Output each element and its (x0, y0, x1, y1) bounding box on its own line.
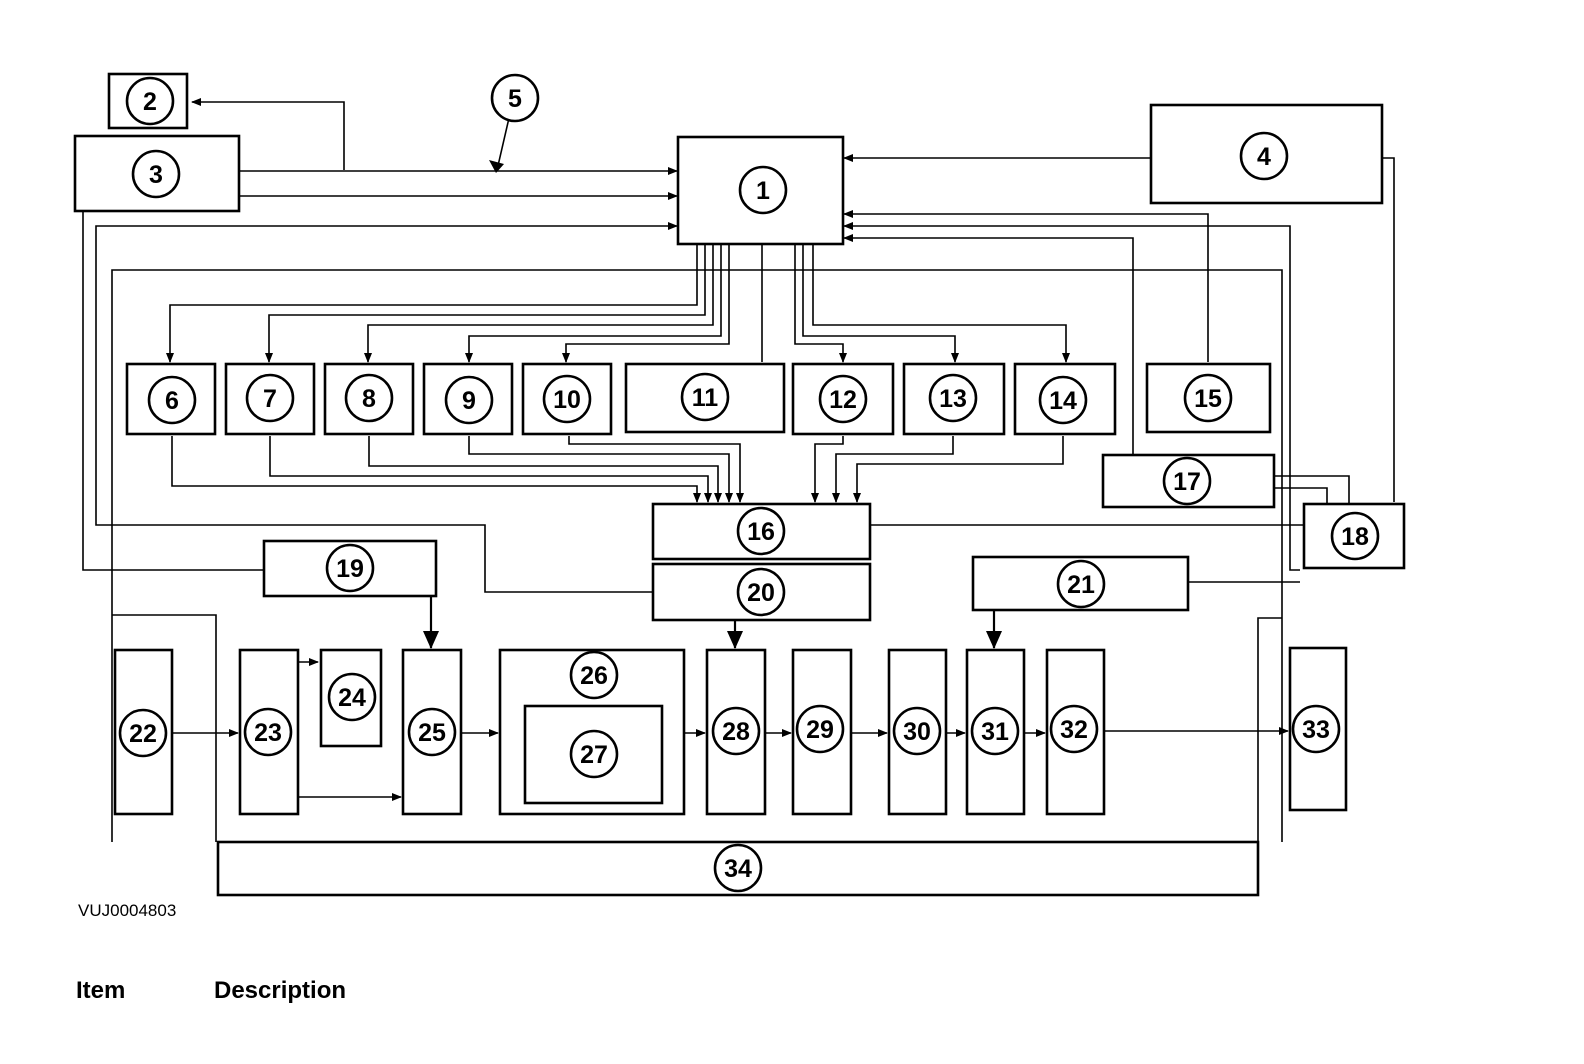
figure-reference-code: VUJ0004803 (78, 901, 176, 920)
callout-14: 14 (1038, 375, 1088, 425)
callout-7: 7 (245, 373, 295, 423)
callout-19-label: 19 (336, 555, 364, 583)
callout-16: 16 (736, 506, 786, 556)
callout-14-label: 14 (1049, 387, 1077, 415)
callout-34-label: 34 (724, 855, 752, 883)
callout-3-label: 3 (149, 161, 163, 189)
callout-20-label: 20 (747, 579, 775, 607)
callout-9: 9 (444, 375, 494, 425)
callout-15: 15 (1183, 373, 1233, 423)
callout-27: 27 (569, 729, 619, 779)
table-header-description: Description (214, 977, 346, 1004)
connection-lines (82, 98, 1395, 842)
callout-1-label: 1 (756, 177, 770, 205)
callout-1: 1 (738, 165, 788, 215)
callout-26: 26 (569, 650, 619, 700)
callout-31: 31 (970, 706, 1020, 756)
callout-16-label: 16 (747, 518, 775, 546)
callout-32-label: 32 (1060, 716, 1088, 744)
callout-30-label: 30 (903, 718, 931, 746)
callout-18: 18 (1330, 511, 1380, 561)
callout-12-label: 12 (829, 386, 857, 414)
callout-34: 34 (713, 843, 763, 893)
table-header-item: Item (76, 977, 125, 1004)
callout-10: 10 (542, 374, 592, 424)
callout-15-label: 15 (1194, 385, 1222, 413)
callout-2-label: 2 (143, 88, 157, 116)
callout-10-label: 10 (553, 386, 581, 414)
callout-25-label: 25 (418, 719, 446, 747)
callout-22-label: 22 (129, 720, 157, 748)
callout-32: 32 (1049, 704, 1099, 754)
callout-11-label: 11 (692, 384, 719, 412)
callouts: 1 2 3 4 5 6 7 8 9 10 11 12 13 14 15 16 1… (118, 73, 1380, 893)
callout-5-label: 5 (508, 85, 522, 113)
callout-17-label: 17 (1173, 468, 1201, 496)
callout-33: 33 (1291, 704, 1341, 754)
callout-28: 28 (711, 706, 761, 756)
callout-12: 12 (818, 374, 868, 424)
callout-24: 24 (327, 672, 377, 722)
callout-6: 6 (147, 375, 197, 425)
callout-25: 25 (407, 707, 457, 757)
callout-18-label: 18 (1341, 523, 1369, 551)
callout-23: 23 (243, 707, 293, 757)
callout-13: 13 (928, 373, 978, 423)
callout-31-label: 31 (981, 718, 1009, 746)
callout-8: 8 (344, 373, 394, 423)
callout-30: 30 (892, 706, 942, 756)
callout-21: 21 (1056, 559, 1106, 609)
callout-26-label: 26 (580, 662, 608, 690)
callout-8-label: 8 (362, 385, 376, 413)
callout-23-label: 23 (254, 719, 282, 747)
callout-24-label: 24 (338, 684, 366, 712)
callout-19: 19 (325, 543, 375, 593)
callout-13-label: 13 (939, 385, 967, 413)
callout-27-label: 27 (580, 741, 608, 769)
callout-29: 29 (795, 704, 845, 754)
callout-28-label: 28 (722, 718, 750, 746)
callout-6-label: 6 (165, 387, 179, 415)
callout-4: 4 (1239, 131, 1289, 181)
callout-21-label: 21 (1067, 571, 1095, 599)
callout-33-label: 33 (1302, 716, 1330, 744)
callout-17: 17 (1162, 456, 1212, 506)
callout-20: 20 (736, 567, 786, 617)
callout-29-label: 29 (806, 716, 834, 744)
callout-2: 2 (125, 76, 175, 126)
callout-3: 3 (131, 149, 181, 199)
callout-11: 11 (680, 372, 730, 422)
callout-7-label: 7 (263, 385, 277, 413)
callout-9-label: 9 (462, 387, 476, 415)
callout-22: 22 (118, 708, 168, 758)
callout-5: 5 (490, 73, 540, 123)
callout-4-label: 4 (1257, 143, 1271, 171)
